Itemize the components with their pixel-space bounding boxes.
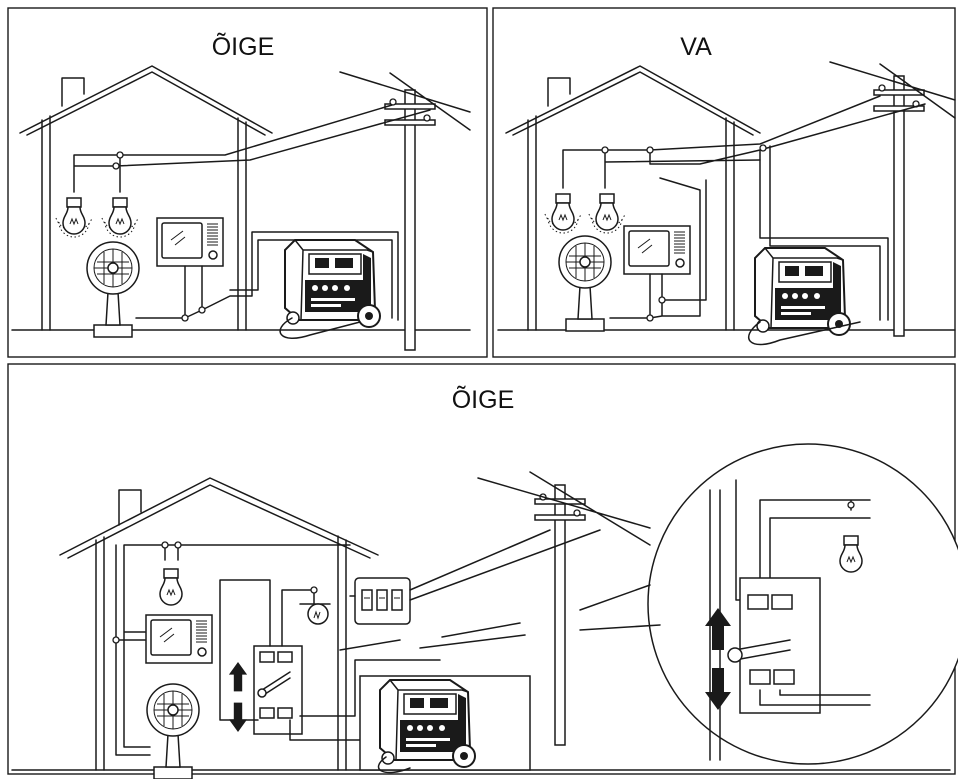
tv-icon xyxy=(623,225,691,275)
up-arrow-icon xyxy=(228,662,248,692)
power-lines xyxy=(829,61,956,119)
generator-icon xyxy=(379,679,476,768)
panel-title: VA xyxy=(680,33,712,61)
panel-correct-top: ÕIGE xyxy=(7,7,488,358)
generator-cord xyxy=(377,756,411,774)
transfer-switch xyxy=(219,579,441,741)
panel-title: ÕIGE xyxy=(452,385,515,414)
panel-wrong-top: VA xyxy=(492,7,956,358)
panel-correct-bottom: ÕIGE xyxy=(7,363,958,779)
light-bulb-icon xyxy=(159,568,183,606)
house xyxy=(11,65,471,331)
panel-frame xyxy=(492,7,956,358)
house xyxy=(497,65,956,331)
light-bulb-icon xyxy=(55,197,93,238)
utility-pole xyxy=(873,75,925,337)
grid-wiring xyxy=(73,104,431,193)
light-bulb-icon xyxy=(544,193,582,234)
generator-icon xyxy=(754,247,851,336)
house-wiring xyxy=(115,544,351,756)
tv-icon xyxy=(156,217,224,267)
power-lines xyxy=(477,471,651,546)
generator-cord xyxy=(748,321,861,346)
light-bulb-icon xyxy=(588,193,626,234)
zoom-lines xyxy=(339,622,526,651)
power-lines xyxy=(339,71,471,131)
fan-icon xyxy=(558,235,612,332)
fan-icon xyxy=(86,241,140,338)
generator-cord xyxy=(279,317,361,340)
generator-icon xyxy=(284,239,381,328)
panel-title: ÕIGE xyxy=(212,32,275,61)
breaker-panel xyxy=(349,529,601,625)
tv-icon xyxy=(145,614,213,664)
light-bulb-icon xyxy=(839,535,863,573)
light-bulb-icon xyxy=(101,197,139,238)
panel-frame xyxy=(7,7,488,358)
fan-icon xyxy=(146,683,200,779)
utility-pole xyxy=(534,484,586,746)
down-arrow-icon xyxy=(228,702,248,732)
zoom-detail xyxy=(579,443,958,765)
grid-wiring xyxy=(562,95,926,189)
